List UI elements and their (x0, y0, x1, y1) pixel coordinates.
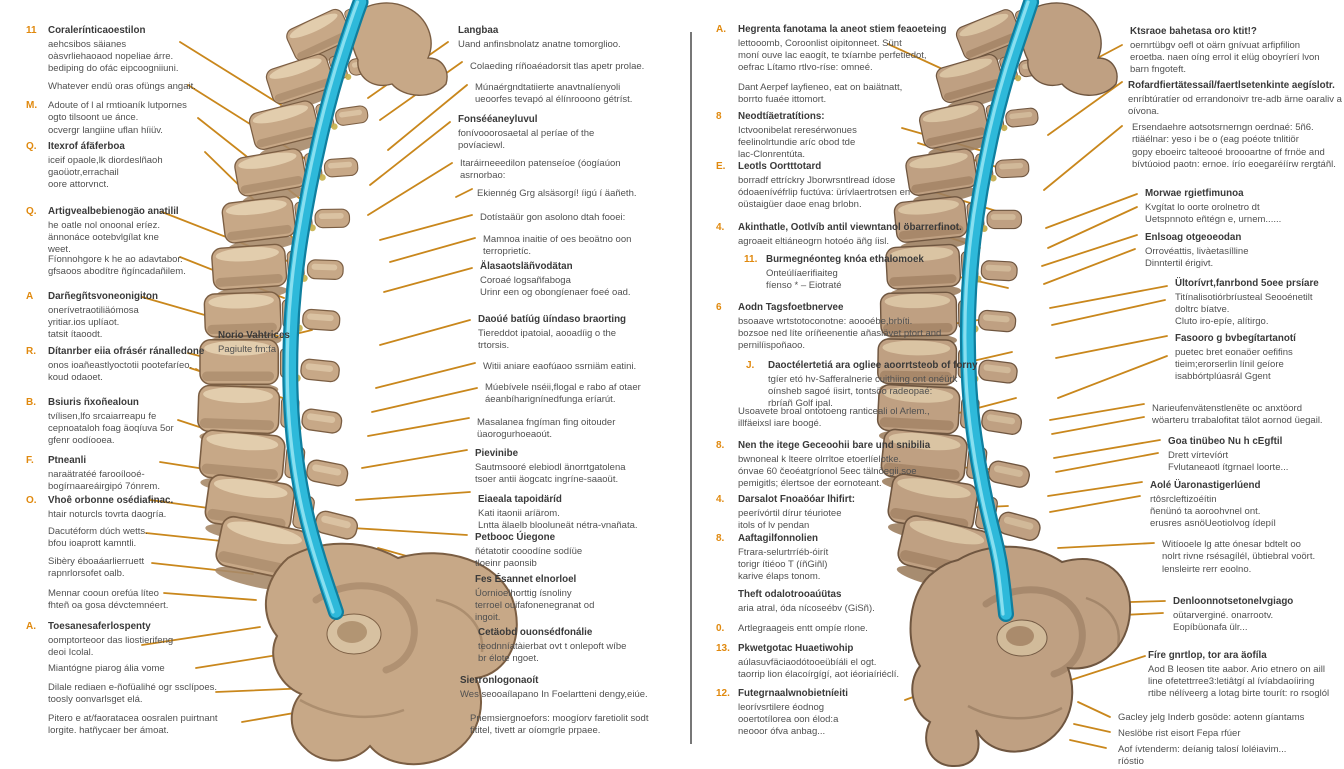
spinous-process (980, 209, 1023, 232)
leader-line (1053, 439, 1161, 459)
cervical-top (1019, 2, 1118, 96)
leader-line (351, 527, 468, 536)
leader-line (379, 319, 471, 346)
leader-line (1077, 701, 1111, 718)
spinous-process (971, 309, 1017, 333)
spinal-cord-highlight (285, 0, 360, 614)
vertebra (905, 148, 994, 204)
leader-line (387, 84, 468, 151)
spine-illustration-left (197, 0, 518, 766)
leader-line (1049, 285, 1168, 309)
sacrum (909, 545, 1132, 768)
spinous-process (300, 259, 344, 282)
leader-line (361, 449, 468, 469)
spinous-process (319, 157, 359, 181)
leader-line (389, 237, 476, 263)
leader-line (369, 121, 451, 186)
leader-line (1043, 125, 1123, 191)
leader-line (355, 491, 471, 501)
leader-line (1057, 355, 1168, 399)
spinous-process (293, 408, 343, 434)
leader-line (1073, 723, 1111, 733)
leader-line (1049, 403, 1145, 421)
leader-line (1055, 335, 1168, 359)
spinal-cord (284, 0, 367, 618)
leader-line (1055, 452, 1159, 473)
leader-line (1047, 81, 1123, 136)
leader-line (383, 267, 473, 293)
spinous-process (308, 208, 351, 232)
leader-line (367, 162, 453, 216)
leader-line (367, 417, 470, 437)
spinous-process (295, 308, 341, 332)
leader-line (163, 592, 257, 601)
leader-line (141, 626, 261, 646)
spinal-cord (962, 0, 1037, 620)
leader-line (1047, 481, 1143, 497)
leader-line (375, 362, 476, 389)
leader-line (1043, 248, 1136, 285)
spinal-cord-highlight (963, 0, 1030, 616)
spine-illustration-right (876, 0, 1132, 768)
leader-line (195, 653, 285, 669)
leader-line (1045, 193, 1138, 229)
leader-line (1041, 234, 1138, 267)
leader-line (1047, 206, 1138, 249)
leader-line (1069, 739, 1107, 749)
spinous-process (293, 358, 340, 383)
leader-line (1051, 299, 1166, 326)
sacrum (264, 542, 518, 766)
spinous-process (1001, 107, 1039, 132)
leader-line (1051, 416, 1145, 435)
spinous-process (970, 359, 1018, 384)
spinous-process (989, 158, 1030, 182)
leader-line (455, 188, 473, 198)
leader-line (1057, 542, 1155, 549)
cervical-top (349, 2, 448, 96)
leader-line (371, 387, 478, 413)
spinous-process (974, 260, 1018, 283)
leader-line (379, 214, 473, 241)
vertebra (893, 196, 985, 252)
spinous-process (331, 105, 369, 130)
leader-line (1049, 495, 1141, 513)
